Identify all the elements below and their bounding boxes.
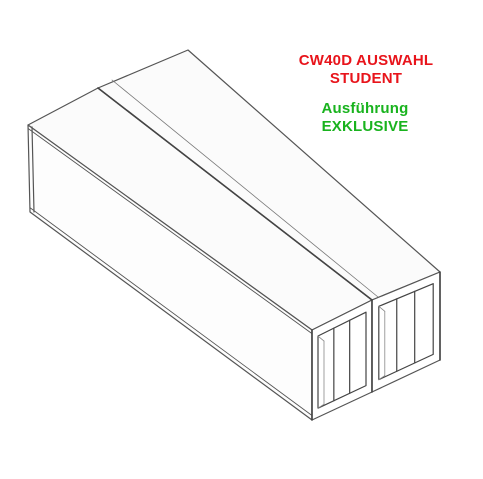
variant-title: Ausführung EXKLUSIVE — [290, 100, 440, 136]
glass-depth-line — [317, 335, 325, 342]
model-name-text: CW40D AUSWAHL — [298, 52, 434, 69]
corner-post — [31, 126, 35, 213]
module-seam — [111, 79, 379, 298]
model-edition-text: STUDENT — [329, 70, 403, 87]
glass-end-frames — [317, 283, 434, 409]
module-seam — [97, 87, 373, 301]
variant-label-text: Ausführung — [321, 100, 409, 117]
glass-depth-line — [378, 305, 386, 312]
glass-depth-line — [378, 375, 386, 381]
glass-depth-line — [317, 403, 325, 409]
container-outline — [27, 49, 441, 421]
side-top-rail — [27, 128, 313, 335]
variant-name-text: EXKLUSIVE — [321, 118, 409, 135]
side-bottom-rail — [29, 207, 313, 416]
model-title: CW40D AUSWAHL STUDENT — [262, 52, 470, 88]
